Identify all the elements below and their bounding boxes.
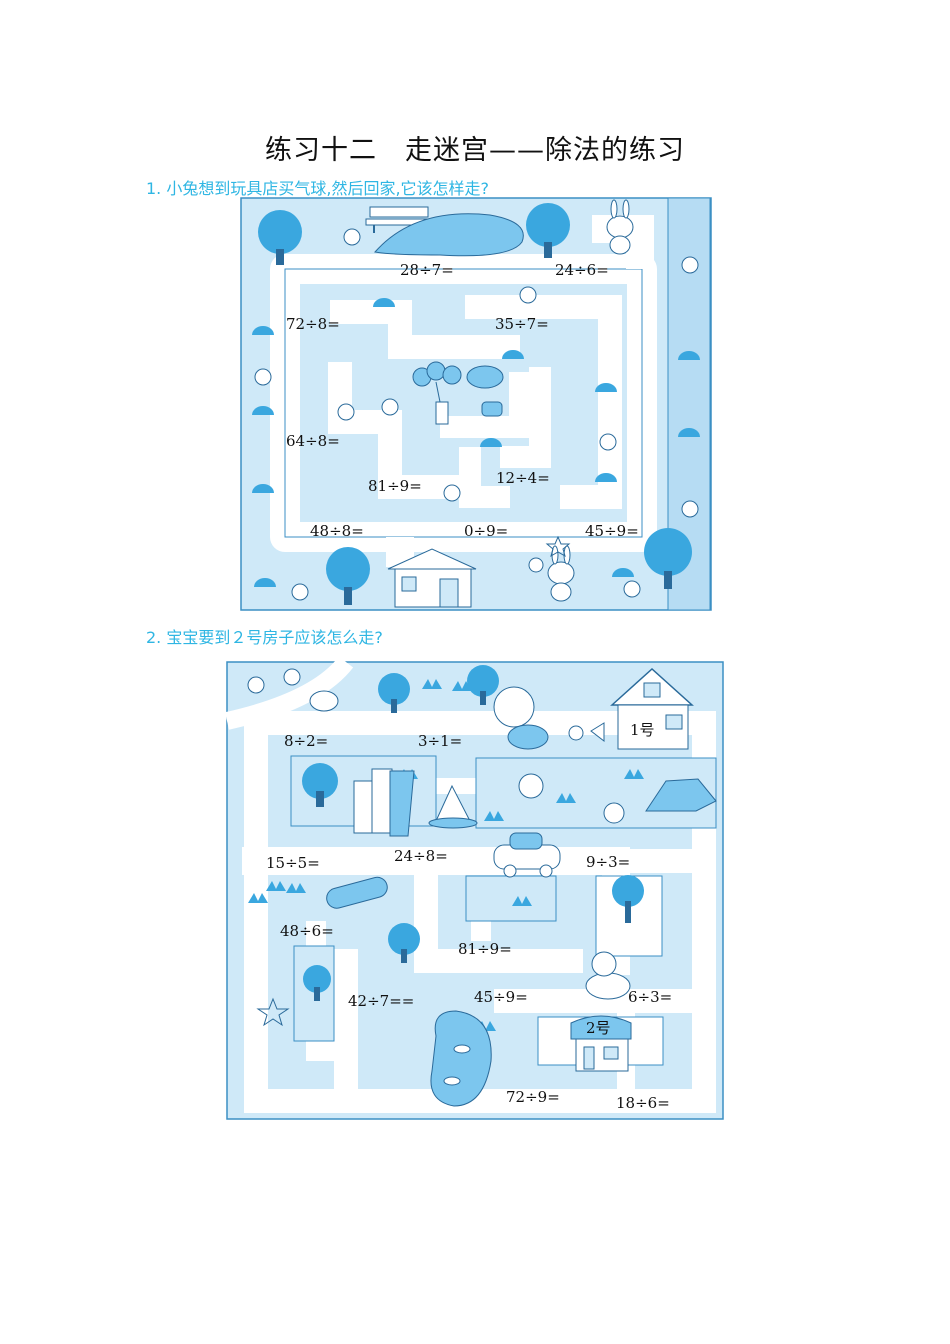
rabbit-icon <box>528 545 575 602</box>
expression-15-div-5: 15÷5= <box>266 854 320 872</box>
child-icon <box>603 802 625 824</box>
expression-48-div-8: 48÷8= <box>310 522 364 540</box>
expression-42-div-7: 42÷7== <box>348 992 414 1010</box>
bush-icon <box>286 883 306 893</box>
flower-icon <box>283 668 301 686</box>
bush-icon <box>252 406 274 415</box>
flower-icon <box>254 368 272 386</box>
bush-icon <box>595 473 617 482</box>
expression-0-div-9: 0÷9= <box>464 522 508 540</box>
balloon-icon <box>412 361 504 425</box>
expression-12-div-4: 12÷4= <box>496 469 550 487</box>
question-2: 2. 宝宝要到２号房子应该怎么走? <box>146 628 383 647</box>
star-icon <box>545 535 571 558</box>
bush-icon <box>502 350 524 359</box>
expression-8-div-2: 8÷2= <box>284 732 328 750</box>
rabbit-icon <box>606 199 634 255</box>
swan-icon <box>518 773 544 799</box>
tree-icon <box>526 203 570 258</box>
pond-icon <box>374 213 524 257</box>
pond-icon <box>430 1010 492 1107</box>
flower-icon <box>443 484 461 502</box>
tree-icon <box>467 665 499 705</box>
expression-24-div-8: 24÷8= <box>394 847 448 865</box>
expression-48-div-6: 48÷6= <box>280 922 334 940</box>
expression-45-div-9: 45÷9= <box>474 988 528 1006</box>
flower-icon <box>291 583 309 601</box>
tree-icon <box>644 528 692 589</box>
expression-72-div-9: 72÷9= <box>506 1088 560 1106</box>
bush-icon <box>254 578 276 587</box>
bush-icon <box>678 428 700 437</box>
bush-icon <box>248 893 268 903</box>
house-1-label: 1号 <box>630 721 655 739</box>
flower-icon <box>681 256 699 274</box>
expression-45-div-9: 45÷9= <box>585 522 639 540</box>
slide-icon <box>645 778 717 812</box>
bush-icon <box>595 383 617 392</box>
expression-81-div-9: 81÷9= <box>458 940 512 958</box>
flower-icon <box>247 676 265 694</box>
bush-icon <box>452 681 472 691</box>
bush-icon <box>556 793 576 803</box>
house-icon <box>570 1015 632 1072</box>
building-icon <box>353 768 415 837</box>
expression-35-div-7: 35÷7= <box>495 315 549 333</box>
maze-2: 1号 2号 8÷2= 3÷1= 15÷5= 24÷8= 9÷3= 48÷6= 8… <box>226 661 724 1120</box>
expression-6-div-3: 6÷3= <box>628 988 672 1006</box>
bush-icon <box>612 568 634 577</box>
page-title: 练习十二 走迷宫——除法的练习 <box>265 135 685 166</box>
expression-24-div-6: 24÷6= <box>555 261 609 279</box>
dog-icon <box>585 951 631 1000</box>
expression-64-div-8: 64÷8= <box>286 432 340 450</box>
baby-icon <box>493 686 549 750</box>
tree-icon <box>326 547 370 605</box>
tree-icon <box>258 210 302 265</box>
bush-icon <box>252 484 274 493</box>
house-icon <box>387 548 477 608</box>
bush-icon <box>373 298 395 307</box>
bush-icon <box>678 351 700 360</box>
bush-icon <box>252 326 274 335</box>
expression-9-div-3: 9÷3= <box>586 853 630 871</box>
flower-icon <box>343 228 361 246</box>
expression-18-div-6: 18÷6= <box>616 1094 670 1112</box>
car-icon <box>493 832 561 878</box>
tree-icon <box>378 673 410 713</box>
log-icon <box>326 876 388 909</box>
flower-icon <box>337 403 355 421</box>
flower-icon <box>381 398 399 416</box>
expression-81-div-9: 81÷9= <box>368 477 422 495</box>
flower-icon <box>623 580 641 598</box>
bush-icon <box>480 438 502 447</box>
house-2-label: 2号 <box>586 1019 611 1037</box>
expression-72-div-8: 72÷8= <box>286 315 340 333</box>
bush-icon <box>266 881 286 891</box>
tree-icon <box>302 763 338 807</box>
bush-icon <box>422 679 442 689</box>
star-icon <box>256 997 290 1027</box>
flower-icon <box>599 433 617 451</box>
toy-icon <box>568 722 605 743</box>
bush-icon <box>624 769 644 779</box>
tree-icon <box>612 875 644 923</box>
expression-3-div-1: 3÷1= <box>418 732 462 750</box>
maze-1: 28÷7= 24÷6= 72÷8= 35÷7= 64÷8= 81÷9= 12÷4… <box>240 197 712 611</box>
flower-icon <box>519 286 537 304</box>
tree-icon <box>388 923 420 963</box>
house-icon <box>610 667 694 750</box>
expression-28-div-7: 28÷7= <box>400 261 454 279</box>
bush-icon <box>309 690 339 712</box>
question-1: 1. 小兔想到玩具店买气球,然后回家,它该怎样走? <box>146 179 490 198</box>
flower-icon <box>681 500 699 518</box>
bush-icon <box>512 896 532 906</box>
cone-icon <box>428 784 478 829</box>
tree-icon <box>303 965 331 1001</box>
bush-icon <box>484 811 504 821</box>
